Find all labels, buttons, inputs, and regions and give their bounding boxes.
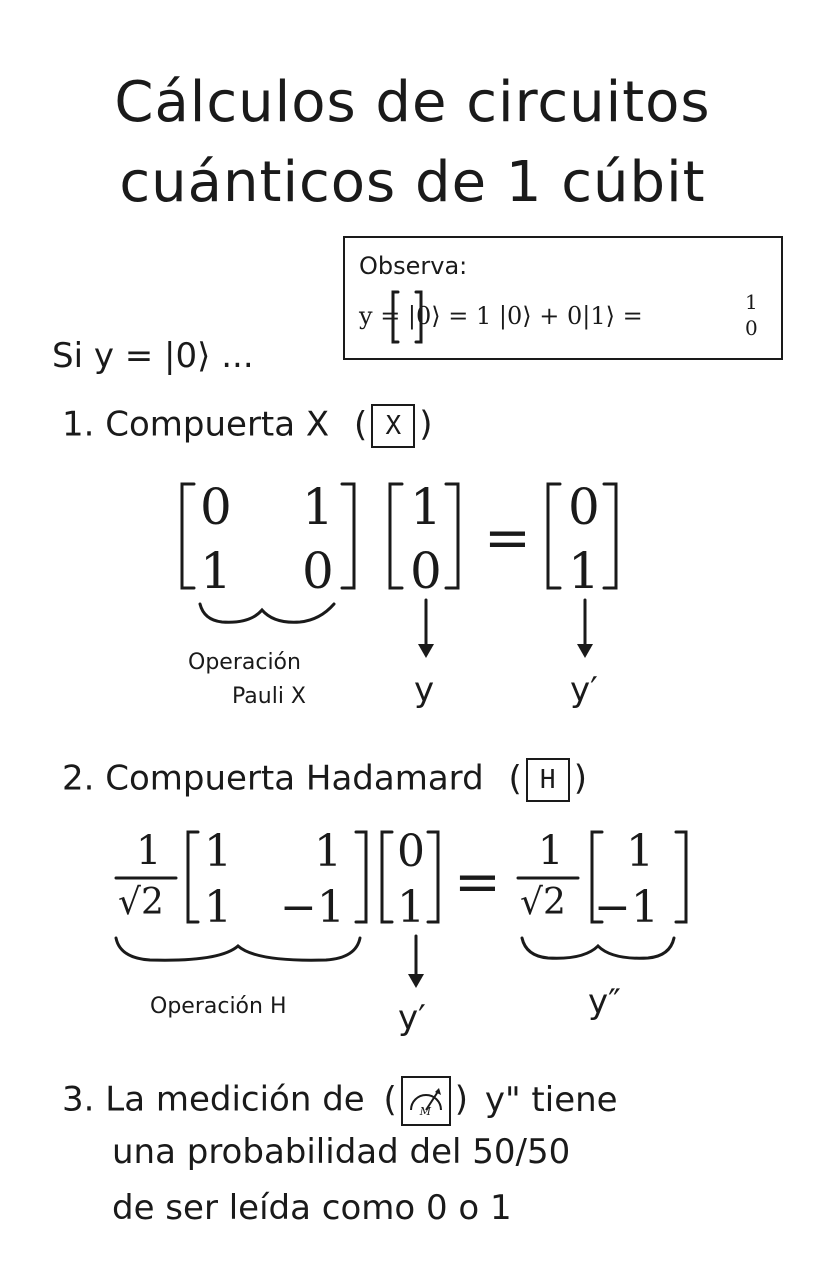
step2-equals: = [454,850,501,915]
step2-vout-bracket-left [590,830,604,924]
step1-vector-out-bottom: 1 [568,542,600,600]
step1-arrow-in-head [418,644,434,658]
step2-vector-out-bottom: −1 [594,882,659,933]
step2-heading: 2. Compuerta Hadamard (H) [62,758,587,802]
step1-label: 1. Compuerta X [62,404,330,445]
step1-vout-bracket-left [546,482,562,590]
step1-arrow-label-out: y′ [570,670,598,710]
step2-matrix-bracket-left [186,830,200,924]
observe-label: Observa: [359,252,468,280]
step1-arrow-label-in: y [414,670,435,710]
step2-factor-den: √2 [118,882,164,923]
step1-brace [198,602,336,624]
step2-result-factor-num: 1 [538,828,564,874]
step2-result-factor-den: √2 [520,882,566,923]
step1-brace-label-2: Pauli X [232,684,306,709]
step1-vin-bracket-right [444,482,460,590]
step1-heading: 1. Compuerta X (X) [62,404,433,448]
step3-suffix: y" tiene [484,1079,618,1120]
step2-label: 2. Compuerta Hadamard [62,758,484,799]
step3-line-1: 3. La medición de ( M ) y" tiene [62,1076,618,1126]
step2-vout-bracket-right [674,830,688,924]
step2-vector-in-top: 0 [397,826,425,877]
step2-result-label: y″ [588,982,621,1022]
step1-equals: = [484,506,531,571]
step1-vector-out-top: 0 [568,478,600,536]
hadamard-gate-icon: H [525,758,570,802]
meter-letter: M [419,1105,432,1118]
step1-matrix-b: 1 [302,478,334,536]
step1-matrix-a: 0 [200,478,232,536]
step2-matrix-b: 1 [314,826,342,877]
title-line-2: cuánticos de 1 cúbit [119,150,706,215]
step2-vector-in-bottom: 1 [397,882,425,933]
step2-arrow-in-head [408,974,424,988]
pauli-x-gate-icon: X [371,404,416,448]
step3-line-2: una probabilidad del 50/50 [112,1132,571,1172]
step3-line-3: de ser leída como 0 o 1 [112,1188,512,1228]
step1-brace-label-1: Operación [188,650,301,675]
step2-vin-bracket-left [380,830,394,924]
step2-matrix-d: −1 [280,882,345,933]
step1-matrix-d: 0 [302,542,334,600]
observe-equation: y = |0⟩ = 1 |0⟩ + 0|1⟩ = [359,302,643,330]
step2-matrix-a: 1 [204,826,232,877]
step2-brace [114,936,362,962]
intro-text: Si y = |0⟩ ... [52,336,254,376]
step2-brace-label: Operación H [150,994,287,1019]
observe-bracket-left [391,290,400,344]
observe-bracket-right [414,290,423,344]
step3-prefix: 3. La medición de [62,1079,365,1120]
step1-arrow-out-head [577,644,593,658]
observe-box: Observa: y = |0⟩ = 1 |0⟩ + 0|1⟩ = 1 0 [343,236,783,360]
step1-vector-in-bottom: 0 [410,542,442,600]
step1-vin-bracket-left [388,482,404,590]
step2-arrow-label-in: y′ [398,998,426,1038]
step2-matrix-c: 1 [204,882,232,933]
step2-factor-num: 1 [136,828,162,874]
step2-matrix-bracket-right [354,830,368,924]
step2-vector-out-top: 1 [626,826,654,877]
title-line-1: Cálculos de circuitos [114,70,711,135]
observe-vector-bottom: 0 [745,316,758,340]
observe-vector-top: 1 [745,290,758,314]
step1-vout-bracket-right [602,482,618,590]
step1-vector-in-top: 1 [410,478,442,536]
step1-matrix-c: 1 [200,542,232,600]
step1-matrix-bracket-right [340,482,356,590]
step1-matrix-bracket-left [180,482,196,590]
measurement-meter-icon: M [400,1076,451,1126]
step2-result-brace [520,936,676,960]
step2-vin-bracket-right [426,830,440,924]
